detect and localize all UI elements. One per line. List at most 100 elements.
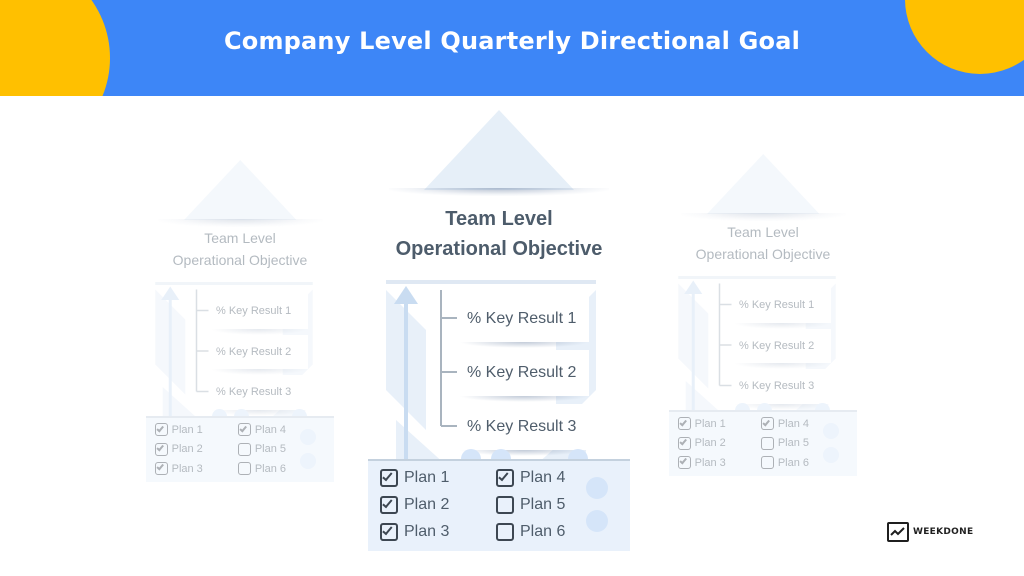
objective-title-line1: Team Level: [445, 208, 553, 230]
plan-item-4[interactable]: Plan 4: [760, 417, 810, 431]
unchecked-checkbox-icon[interactable]: [237, 462, 251, 476]
key-result-shadow: [459, 450, 589, 456]
key-result-shadow: [733, 322, 831, 329]
decorative-dot: [300, 452, 316, 469]
plan-label: Plan 4: [254, 423, 287, 436]
objective-title-line2: Operational Objective: [695, 246, 831, 262]
checked-checkbox-icon[interactable]: [677, 436, 691, 450]
decorative-dot: [291, 408, 307, 424]
checked-checkbox-icon[interactable]: [677, 456, 691, 470]
decorative-dot: [586, 509, 608, 532]
unchecked-checkbox-icon[interactable]: [237, 442, 251, 456]
key-result-3: % Key Result 3: [733, 369, 831, 404]
checked-checkbox-icon[interactable]: [154, 423, 168, 437]
plan-item-2[interactable]: Plan 2: [677, 436, 726, 450]
weekdone-logo-text: WEEKDONE: [913, 527, 974, 537]
checked-checkbox-icon[interactable]: [237, 423, 251, 437]
plan-label: Plan 4: [777, 417, 810, 430]
checkmark-icon: [156, 424, 165, 433]
plan-item-5[interactable]: Plan 5: [237, 442, 287, 456]
plan-label: Plan 3: [171, 462, 203, 475]
checked-checkbox-icon[interactable]: [154, 462, 168, 476]
plan-item-5[interactable]: Plan 5: [760, 436, 810, 450]
objective-title-line2: Operational Objective: [172, 252, 308, 268]
checkmark-icon: [679, 437, 688, 446]
decorative-dot: [234, 408, 249, 424]
plan-item-6[interactable]: Plan 6: [237, 462, 287, 476]
plan-item-5[interactable]: Plan 5: [496, 496, 565, 514]
header-banner: Company Level Quarterly Directional Goal: [0, 0, 1024, 96]
key-result-1: % Key Result 1: [459, 296, 589, 342]
plans-panel-border: [368, 459, 630, 461]
plan-item-3[interactable]: Plan 3: [380, 523, 449, 541]
plan-item-4[interactable]: Plan 4: [237, 423, 287, 437]
plans-panel: Plan 1 Plan 2 Plan 3 Plan 4 Plan 5 Plan 6: [368, 459, 630, 551]
weekdone-logo-icon: [887, 522, 909, 542]
checked-checkbox-icon[interactable]: [380, 469, 398, 487]
plans-panel: Plan 1 Plan 2 Plan 3 Plan 4 Plan 5 Plan 6: [146, 416, 334, 483]
decorative-circle-left: [0, 0, 110, 96]
decorative-dot: [300, 429, 316, 446]
plan-label: Plan 3: [694, 456, 726, 469]
roof-shadow: [389, 188, 609, 196]
plan-label: Plan 5: [520, 496, 566, 513]
checked-checkbox-icon[interactable]: [154, 442, 168, 456]
plans-panel-border: [669, 410, 857, 413]
roof-shadow: [157, 218, 323, 227]
key-result-shadow: [459, 396, 589, 402]
checkmark-icon: [498, 470, 509, 482]
objective-title-line1: Team Level: [204, 230, 276, 246]
plan-item-2[interactable]: Plan 2: [154, 442, 203, 456]
plan-label: Plan 4: [520, 469, 566, 486]
checkmark-icon: [156, 462, 165, 472]
decorative-dot: [586, 477, 608, 500]
checkmark-icon: [679, 456, 688, 466]
decorative-dot: [734, 402, 750, 418]
plan-item-6[interactable]: Plan 6: [496, 523, 565, 541]
key-result-3: % Key Result 3: [210, 375, 308, 410]
checkmark-icon: [156, 443, 165, 452]
checkmark-icon: [382, 497, 393, 509]
objective-title-line1: Team Level: [727, 224, 799, 240]
checkmark-icon: [762, 418, 771, 427]
roof-triangle: [183, 160, 297, 220]
plan-label: Plan 1: [694, 417, 726, 430]
plan-item-2[interactable]: Plan 2: [380, 496, 449, 514]
plans-panel-border: [146, 416, 334, 419]
key-result-1: % Key Result 1: [733, 288, 831, 323]
key-result-shadow: [210, 369, 308, 375]
unchecked-checkbox-icon[interactable]: [496, 496, 514, 514]
unchecked-checkbox-icon[interactable]: [760, 456, 774, 470]
key-result-2: % Key Result 2: [733, 328, 831, 363]
plan-item-1[interactable]: Plan 1: [380, 469, 449, 487]
key-result-2: % Key Result 2: [210, 334, 308, 369]
plan-label: Plan 6: [254, 462, 287, 475]
plan-label: Plan 5: [777, 437, 810, 450]
plan-item-6[interactable]: Plan 6: [760, 456, 809, 470]
checked-checkbox-icon[interactable]: [380, 496, 398, 514]
key-result-shadow: [733, 403, 831, 410]
plan-item-3[interactable]: Plan 3: [154, 462, 203, 476]
decorative-dot: [823, 446, 839, 463]
plan-label: Plan 1: [404, 469, 450, 486]
key-result-1: % Key Result 1: [210, 294, 308, 329]
objective-title-line2: Operational Objective: [395, 238, 603, 260]
checkmark-icon: [239, 424, 248, 433]
key-result-3: % Key Result 3: [459, 404, 589, 450]
plan-item-3[interactable]: Plan 3: [677, 456, 726, 470]
unchecked-checkbox-icon[interactable]: [496, 523, 514, 541]
checked-checkbox-icon[interactable]: [380, 523, 398, 541]
checked-checkbox-icon[interactable]: [760, 417, 774, 431]
checked-checkbox-icon[interactable]: [677, 417, 691, 431]
plan-label: Plan 5: [254, 443, 287, 456]
plan-item-1[interactable]: Plan 1: [154, 423, 203, 437]
key-result-shadow: [459, 342, 589, 348]
checkmark-icon: [679, 418, 688, 427]
unchecked-checkbox-icon[interactable]: [760, 436, 774, 450]
plan-item-4[interactable]: Plan 4: [496, 469, 565, 487]
checked-checkbox-icon[interactable]: [496, 469, 514, 487]
plan-item-1[interactable]: Plan 1: [677, 417, 726, 431]
